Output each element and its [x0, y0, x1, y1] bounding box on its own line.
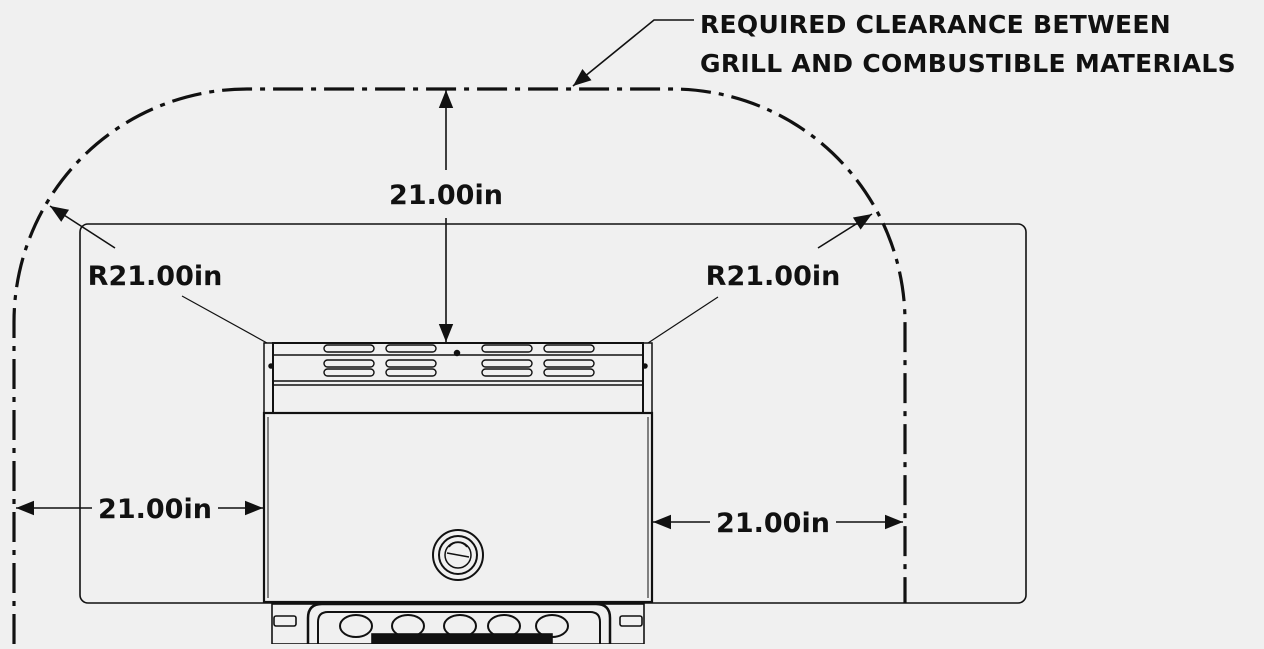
clearance-boundary — [12, 87, 907, 644]
radius-leader-right-upper — [817, 213, 873, 249]
grill-lid — [262, 411, 654, 604]
callout-title-line2: GRILL AND COMBUSTIBLE MATERIALS — [700, 49, 1236, 78]
thermometer-icon — [432, 529, 484, 581]
radius-leader-left-upper — [49, 205, 116, 249]
radius-label-right: R21.00in — [706, 261, 841, 292]
grill-side-shelf-left — [263, 342, 274, 414]
radius-leader-right-lower — [647, 296, 719, 344]
grill-side-shelf-right — [642, 342, 653, 414]
dimension-label-top: 21.00in — [389, 180, 503, 211]
callout-leader — [572, 19, 694, 87]
grill-vent-slots — [323, 344, 595, 377]
radius-leader-left-lower — [181, 295, 268, 344]
dimension-label-left: 21.00in — [98, 494, 212, 525]
callout-title-line1: REQUIRED CLEARANCE BETWEEN — [700, 10, 1171, 39]
dimension-label-right: 21.00in — [716, 508, 830, 539]
radius-label-left: R21.00in — [88, 261, 223, 292]
grill-front-controls — [271, 602, 645, 645]
grill-head — [263, 342, 653, 414]
